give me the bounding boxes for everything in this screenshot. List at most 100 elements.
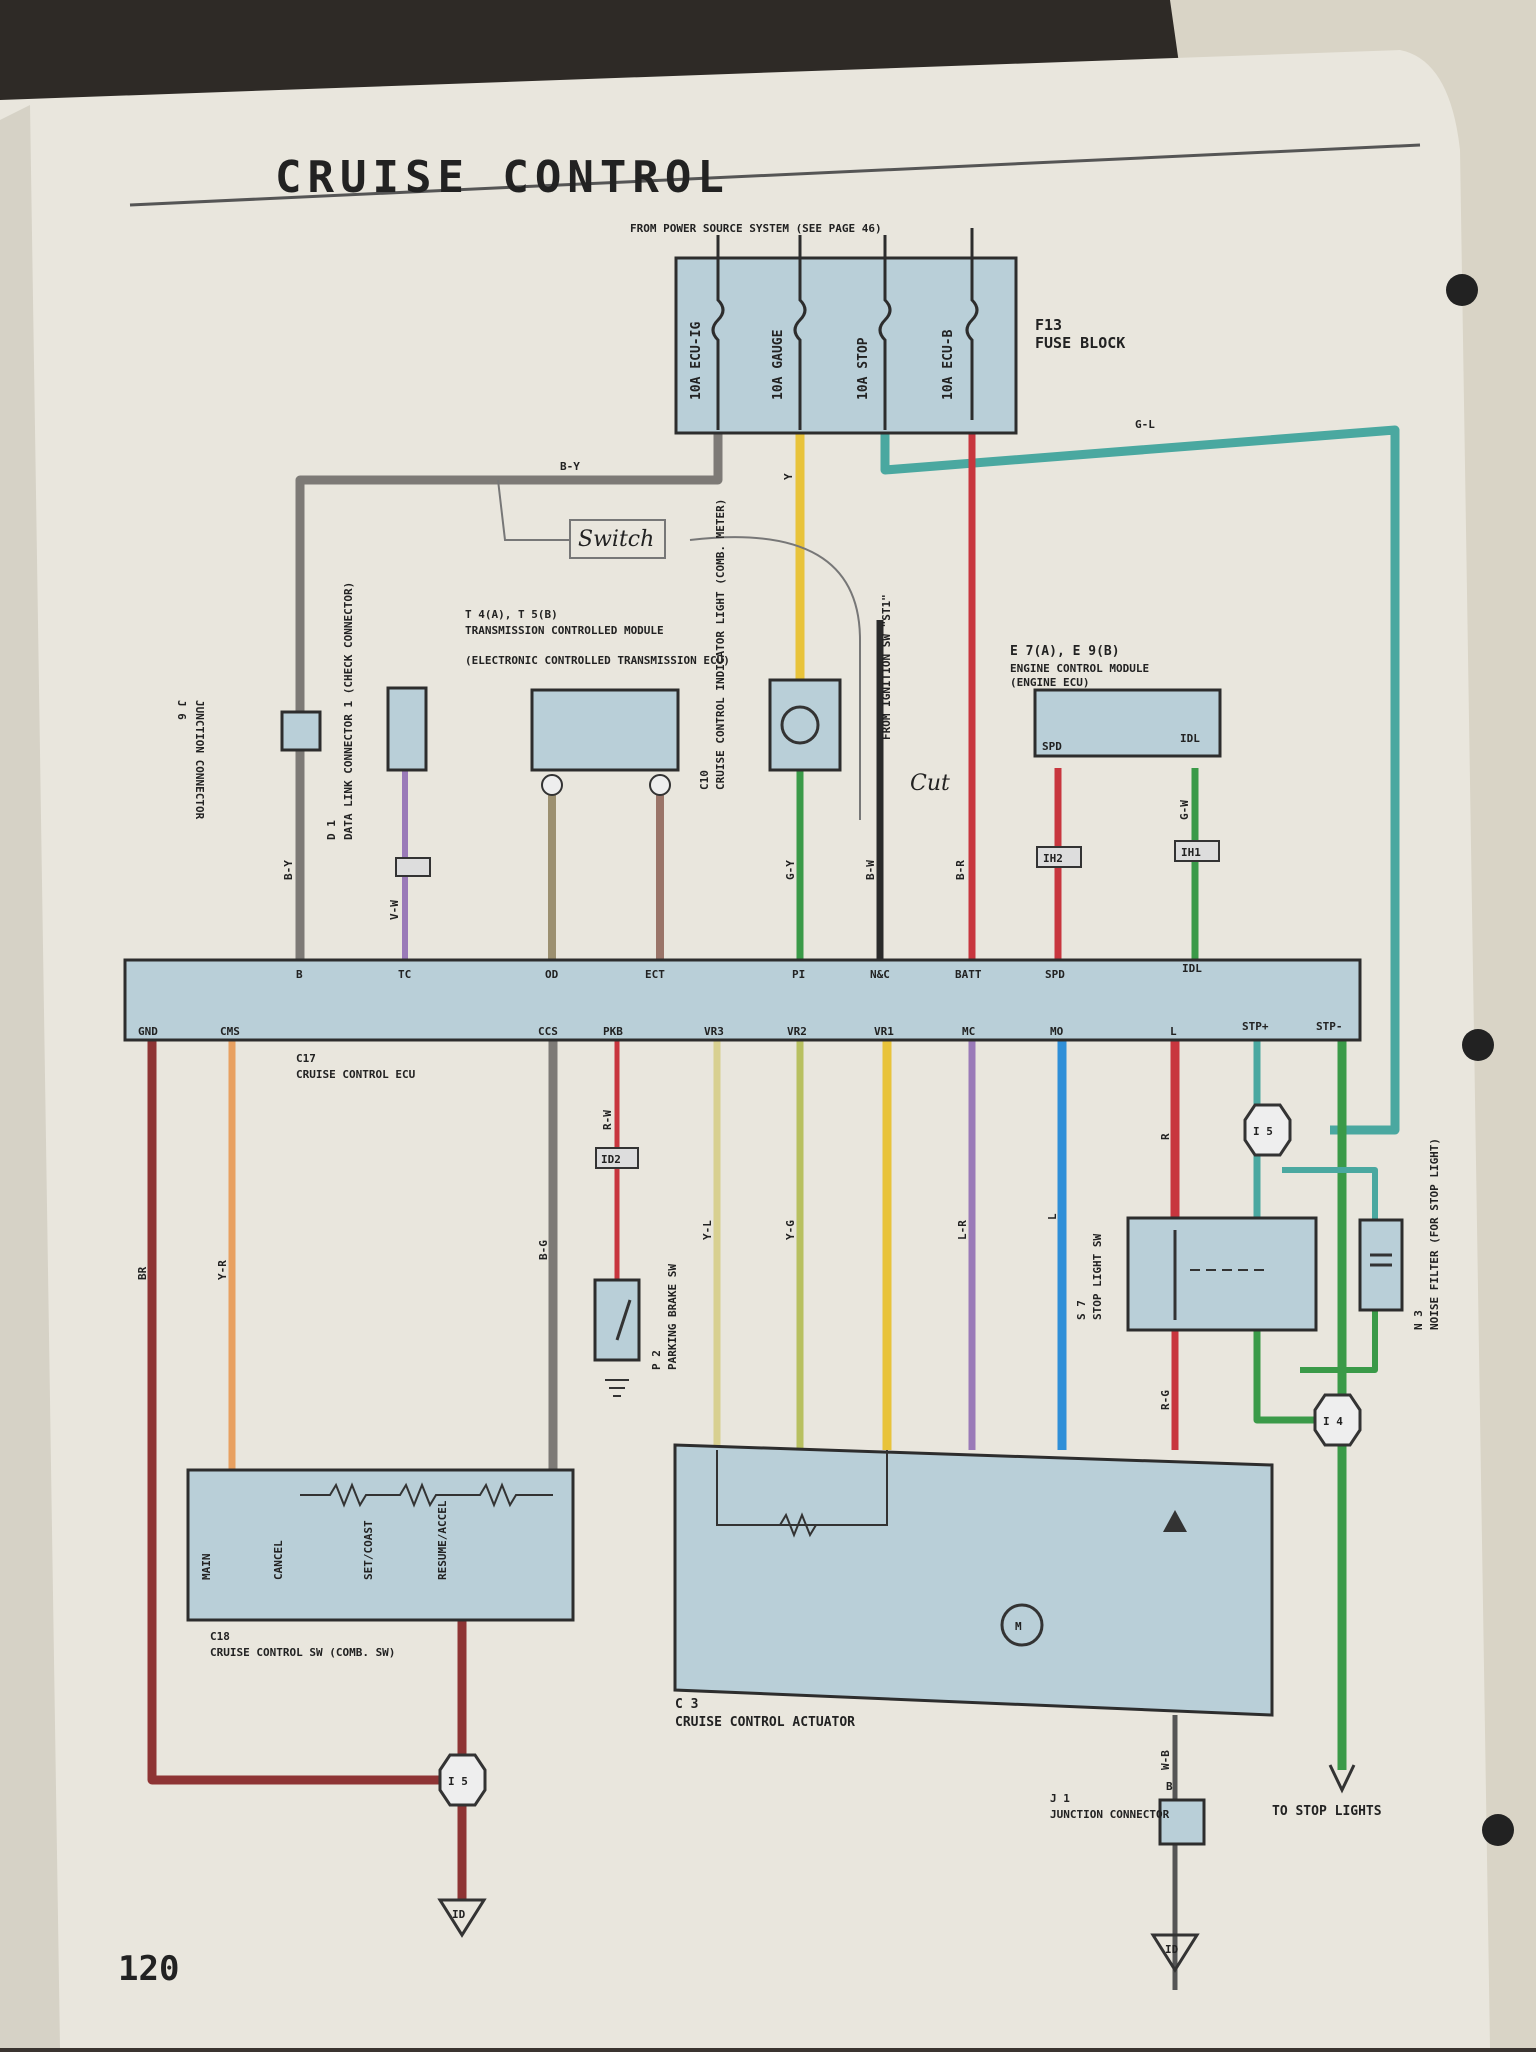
to-stop-lights: TO STOP LIGHTS <box>1272 1804 1382 1819</box>
ground-icon <box>605 1379 629 1397</box>
ground-id-right <box>1150 1933 1200 1973</box>
tcm-pin-a <box>541 774 563 796</box>
tcm-subname: (ELECTRONIC CONTROLLED TRANSMISSION ECU) <box>465 654 730 667</box>
ecu-pin-batt: BATT <box>955 968 982 981</box>
junction-connector-j1 <box>1158 1798 1206 1846</box>
potentiometer-wiring <box>716 1450 888 1526</box>
page-title: CRUISE CONTROL <box>275 152 730 203</box>
ignition-note: FROM IGNITION SW "ST1" <box>880 594 893 740</box>
ecu-pin-pi: PI <box>792 968 805 981</box>
connector-i5-lower <box>438 1753 487 1807</box>
fuse-block-f13 <box>674 256 1018 435</box>
ecu-pin-spd: SPD <box>1045 968 1065 981</box>
dlc-id: D 1 <box>325 820 338 840</box>
cruise-sw-name: CRUISE CONTROL SW (COMB. SW) <box>210 1646 395 1659</box>
wire-label-b-r: B-R <box>954 860 967 880</box>
parking-brake-switch <box>593 1278 641 1362</box>
cruise-control-switch <box>186 1468 575 1622</box>
wire-label-g-l: G-L <box>1135 418 1155 431</box>
ecu-pin-vr2: VR2 <box>787 1025 807 1038</box>
wire-label-l: L <box>1046 1213 1059 1220</box>
j1-name: JUNCTION CONNECTOR <box>1050 1808 1170 1821</box>
connector-ih2 <box>1036 846 1082 868</box>
resistor-ladder-icon <box>300 1482 553 1508</box>
wire-label-g-w: G-W <box>1178 800 1191 820</box>
indicator-id: C10 <box>698 770 711 790</box>
ecu-name: CRUISE CONTROL ECU <box>296 1068 416 1081</box>
connector-i5-upper <box>1243 1103 1292 1157</box>
cruise-switch-labels: MAIN CANCEL SET/COAST RESUME/ACCEL <box>200 1500 449 1580</box>
connector-ih2-label: IH2 <box>1043 852 1063 865</box>
actuator-id: C 3 <box>675 1697 698 1712</box>
wire-label-y-g: Y-G <box>784 1220 797 1240</box>
diode-icon <box>1163 1510 1187 1532</box>
connector-i5-lower-label: I 5 <box>448 1775 468 1788</box>
handwritten-switch: Switch <box>578 527 654 552</box>
fuse-ecu-ig: 10A ECU-IG <box>689 322 704 400</box>
junction-connector-j6 <box>280 710 322 752</box>
wire-gnd-br <box>147 1040 470 1785</box>
ground-id-right-label: ID <box>1165 1943 1179 1956</box>
fuse-block-id: F13 <box>1035 316 1062 334</box>
wire-label-r-g: R-G <box>1159 1390 1172 1410</box>
parking-brake-name: PARKING BRAKE SW <box>666 1264 679 1370</box>
capacitor-icon <box>1370 1253 1392 1267</box>
cruise-control-ecu <box>123 958 1362 1042</box>
fuse-1-icon <box>711 235 725 430</box>
ecu-id: C17 <box>296 1052 316 1065</box>
wire-label-y: Y <box>782 473 795 480</box>
switch-main: MAIN <box>200 1554 213 1581</box>
engine-control-module <box>1033 688 1222 758</box>
tcm-id: T 4(A), T 5(B) <box>465 608 558 621</box>
ecu-pin-b: B <box>296 968 303 981</box>
ecm-pin-spd: SPD <box>1042 740 1062 753</box>
connector-id2 <box>595 1147 639 1169</box>
ecu-pin-vr3: VR3 <box>704 1025 724 1038</box>
noise-filter-name: NOISE FILTER (FOR STOP LIGHT) <box>1428 1138 1441 1330</box>
binder-hole <box>1446 274 1478 306</box>
fuse-2-icon <box>793 235 807 430</box>
ecu-pin-idl: IDL <box>1182 962 1202 975</box>
stop-light-sw-id: S 7 <box>1075 1300 1088 1320</box>
dlc-name: DATA LINK CONNECTOR 1 (CHECK CONNECTOR) <box>342 582 355 840</box>
ecu-pin-ect: ECT <box>645 968 665 981</box>
switch-resume-accel: RESUME/ACCEL <box>436 1500 449 1580</box>
wire-noise-top <box>1282 1167 1378 1220</box>
parking-brake-id: P 2 <box>650 1350 663 1370</box>
wire-label-l-r: L-R <box>956 1220 969 1240</box>
wire-label-br: BR <box>136 1266 149 1280</box>
binder-hole <box>1482 1814 1514 1846</box>
connector-i4-label: I 4 <box>1323 1415 1343 1428</box>
wire-label-r-w: R-W <box>601 1110 614 1130</box>
ecu-pin-mo: MO <box>1050 1025 1064 1038</box>
motor-icon <box>1000 1603 1044 1647</box>
ground-id-left-label: ID <box>452 1908 466 1921</box>
wire-label-y-r: Y-R <box>216 1260 229 1280</box>
ground-id-left <box>437 1898 487 1938</box>
wire-noise-bottom <box>1300 1310 1378 1373</box>
switch-set-coast: SET/COAST <box>362 1520 375 1580</box>
ecu-top-pins: B TC OD ECT PI N&C BATT SPD IDL <box>296 962 1202 981</box>
wire-label-b-w: B-W <box>864 860 877 880</box>
transmission-control-module <box>530 688 680 772</box>
connector-tc <box>395 857 431 877</box>
ecu-pin-stp-minus: STP- <box>1316 1020 1343 1033</box>
cruise-sw-id: C18 <box>210 1630 230 1643</box>
actuator-name: CRUISE CONTROL ACTUATOR <box>675 1715 855 1730</box>
switch-cancel: CANCEL <box>272 1540 285 1580</box>
connector-ih1 <box>1174 840 1220 862</box>
cruise-control-actuator <box>673 1443 1274 1717</box>
wire-label-r: R <box>1159 1133 1172 1140</box>
wire-label-y-l: Y-L <box>701 1220 714 1240</box>
fuse-gauge: 10A GAUGE <box>771 330 786 400</box>
tcm-pin-b <box>649 774 671 796</box>
connector-i4 <box>1313 1393 1362 1447</box>
ecu-pin-tc: TC <box>398 968 411 981</box>
wire-label-b-y: B-Y <box>560 460 580 473</box>
connector-ih1-label: IH1 <box>1181 846 1201 859</box>
handwritten-cut: Cut <box>910 771 950 796</box>
wire-label-v-w: V-W <box>388 900 401 920</box>
j6-id: J 6 <box>175 700 188 720</box>
fuse-symbols <box>711 228 979 430</box>
connector-id2-label: ID2 <box>601 1153 621 1166</box>
